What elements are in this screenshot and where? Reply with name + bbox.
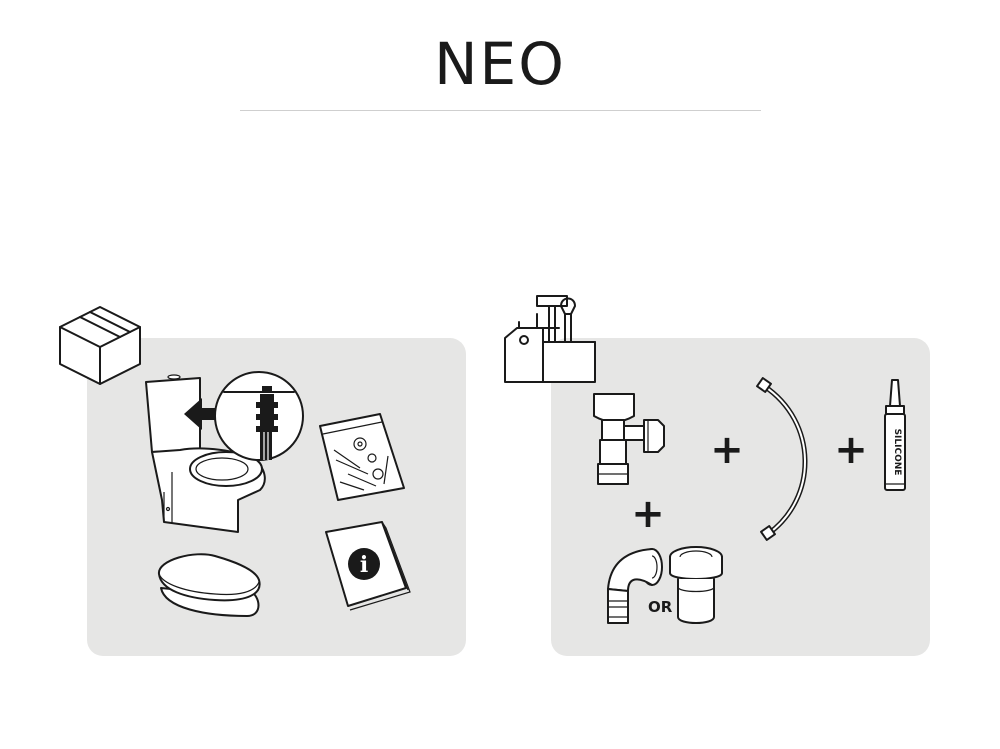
angle-valve-icon xyxy=(593,393,665,485)
flexible-hose-icon xyxy=(756,377,808,541)
fixing-kit-bag-icon xyxy=(319,413,405,501)
instruction-manual-icon: i xyxy=(325,521,411,611)
plus-sign-silicone: + xyxy=(834,427,868,473)
toolbox-icon xyxy=(504,295,596,383)
toilet-seat-icon xyxy=(158,553,261,617)
or-label: OR xyxy=(648,598,673,616)
plus-sign-connector: + xyxy=(631,491,665,537)
box-icon xyxy=(59,306,141,385)
elbow-connector-icon xyxy=(607,548,663,624)
flush-valve-detail-icon xyxy=(184,371,304,461)
title-divider xyxy=(240,110,761,111)
page-title: NEO xyxy=(434,30,566,98)
silicone-tube-icon: SILICONE xyxy=(884,379,906,491)
manual-info-symbol: i xyxy=(360,552,368,578)
plus-sign-hose: + xyxy=(710,427,744,473)
toilet-with-cistern-icon xyxy=(145,374,266,533)
silicone-label: SILICONE xyxy=(892,429,902,476)
straight-connector-icon xyxy=(669,546,723,624)
